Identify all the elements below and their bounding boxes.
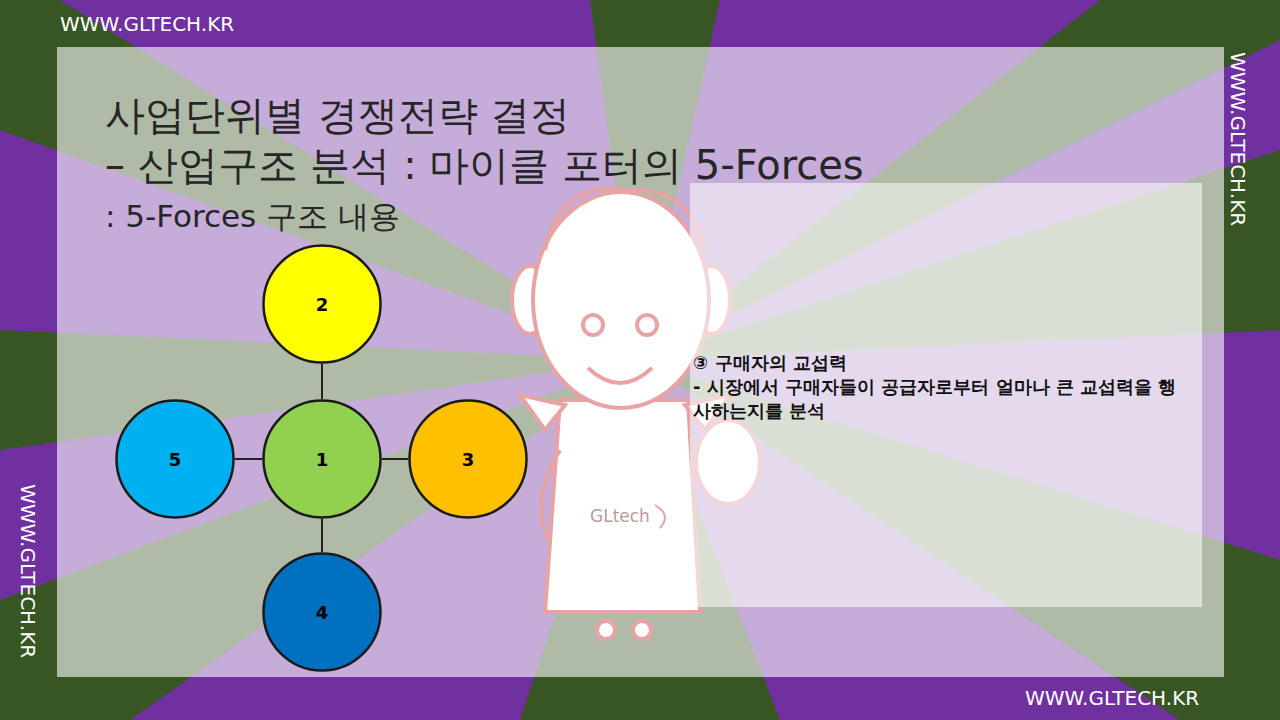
- watermark: WWW.GLTECH.KR: [60, 12, 234, 36]
- mascot-foot: [633, 621, 651, 639]
- mascot-eye: [583, 315, 603, 335]
- force-circle: 1: [262, 399, 382, 519]
- force-circle: 5: [115, 399, 235, 519]
- apron-logo-mark: [655, 505, 665, 528]
- mascot-hair: [545, 189, 705, 250]
- circle-shape: [117, 401, 234, 518]
- connector-line: [235, 458, 262, 460]
- connector-line: [321, 519, 323, 552]
- slide-subheading: : 5-Forces 구조 내용: [105, 196, 400, 238]
- mascot-body: [545, 400, 700, 612]
- panel-body: - 시장에서 구매자들이 공급자로부터 얼마나 큰 교섭력을 행사하는지를 분석: [693, 375, 1178, 423]
- watermark: WWW.GLTECH.KR: [1025, 686, 1199, 710]
- mascot-head: [533, 192, 709, 408]
- force-circle: 3: [408, 399, 528, 519]
- circle-number: 3: [462, 449, 475, 470]
- mascot-collar: [520, 395, 565, 430]
- mascot-arm: [541, 450, 560, 540]
- force-circle: 2: [262, 244, 382, 364]
- circle-number: 1: [316, 449, 329, 470]
- circle-number: 2: [316, 294, 329, 315]
- slide-subtitle: – 산업구조 분석 : 마이클 포터의 5-Forces: [105, 138, 864, 193]
- apron-logo: GLtech: [590, 506, 650, 526]
- watermark: WWW.GLTECH.KR: [1226, 52, 1250, 226]
- watermark: WWW.GLTECH.KR: [16, 484, 40, 658]
- circle-shape: [264, 401, 381, 518]
- circle-number: 4: [316, 602, 329, 623]
- description-panel: ③ 구매자의 교섭력- 시장에서 구매자들이 공급자로부터 얼마나 큰 교섭력을…: [690, 183, 1202, 607]
- circle-number: 5: [169, 449, 182, 470]
- panel-heading: ③ 구매자의 교섭력: [693, 351, 1178, 375]
- mascot-foot: [597, 621, 615, 639]
- force-circle: 4: [262, 552, 382, 672]
- circle-shape: [264, 246, 381, 363]
- circle-shape: [410, 401, 527, 518]
- connector-line: [382, 458, 408, 460]
- content-panel: [57, 47, 1224, 677]
- slide-title: 사업단위별 경쟁전략 결정: [105, 88, 570, 143]
- connector-line: [321, 364, 323, 399]
- circle-shape: [264, 554, 381, 671]
- mascot-eye: [637, 315, 657, 335]
- mascot-smile: [588, 368, 652, 383]
